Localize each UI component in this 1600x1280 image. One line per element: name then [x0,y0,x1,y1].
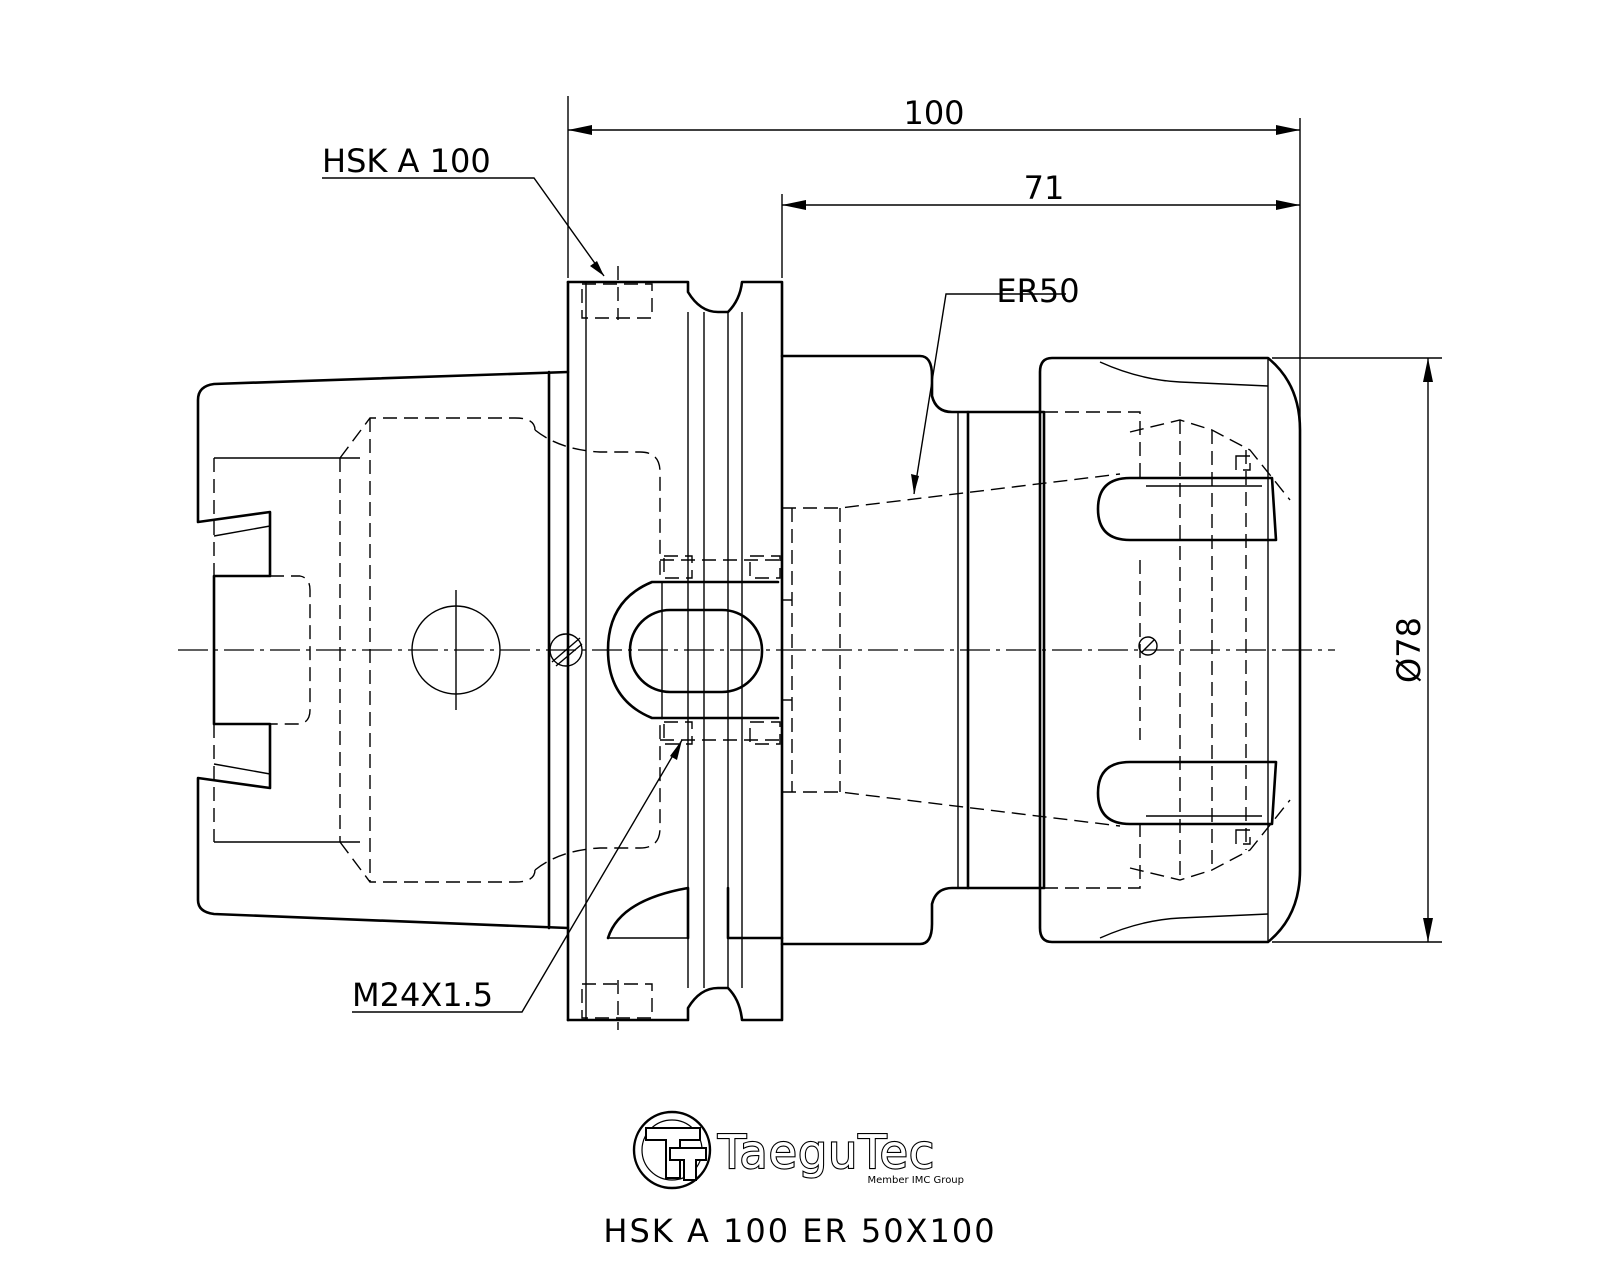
flange [549,266,784,1030]
callout-taper-leader [322,177,605,277]
dim-gauge-length-label: 71 [1024,169,1065,207]
callout-thread-leader [352,739,683,1013]
callout-thread-label: M24X1.5 [352,976,493,1014]
taegutec-logo [632,1110,712,1190]
dim-gauge-length [781,194,1300,278]
callout-collet-label: ER50 [996,272,1079,310]
dim-overall-length [567,96,1301,428]
logo-tagline: Member IMC Group [868,1175,965,1186]
tool-body [780,354,1121,946]
dim-diameter [1272,357,1442,943]
logo-brand-text: TaeguTec [717,1125,935,1179]
collet-nut [966,356,1302,944]
callout-taper-label: HSK A 100 [322,142,491,180]
drawing-title: HSK A 100 ER 50X100 [603,1212,996,1250]
callout-collet-leader [911,293,1066,495]
hsk-taper-shank [196,370,661,930]
dim-overall-length-label: 100 [903,94,964,132]
dim-diameter-label: Ø78 [1390,617,1428,683]
